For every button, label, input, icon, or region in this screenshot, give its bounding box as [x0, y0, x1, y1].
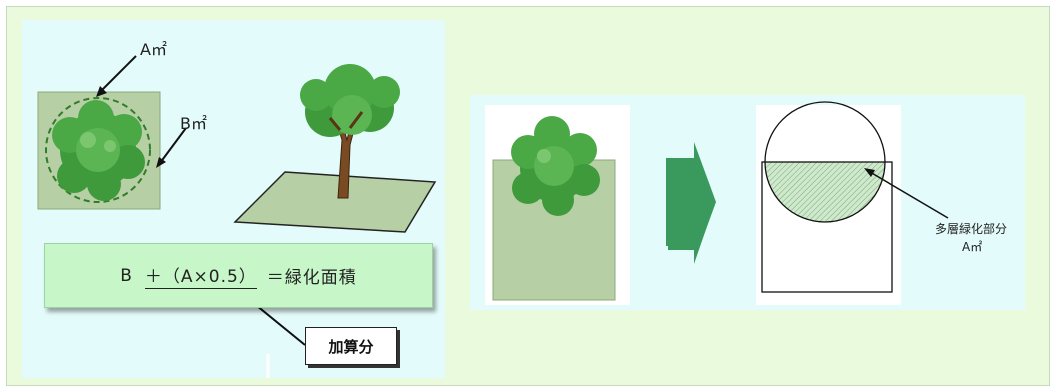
tree-canopy-top-icon: [45, 97, 151, 203]
multilayer-pointer: [864, 168, 949, 219]
arrow-a-pointer: [96, 55, 137, 97]
label-multilayer: 多層緑化部分: [935, 222, 1008, 236]
addition-label-box: 加算分: [305, 327, 397, 365]
formula-text: B ＋（A×0.5） ＝緑化面積: [45, 244, 432, 307]
label-area-b: B㎡: [180, 114, 207, 133]
arrow-b-pointer: [156, 127, 187, 168]
formula-box: B ＋（A×0.5） ＝緑化面積: [44, 243, 433, 308]
tree-canopy-card-icon: [492, 116, 616, 301]
label-area-a: A㎡: [140, 40, 167, 59]
tree-side-icon: [233, 64, 437, 233]
arrow-right-icon: [666, 142, 716, 264]
overlap-diagram: [761, 101, 893, 293]
formula-result: ＝緑化面積: [266, 268, 357, 288]
label-multilayer-area: A㎡: [962, 240, 983, 254]
formula-b: B: [120, 265, 133, 286]
formula-addition-term: ＋（A×0.5）: [144, 262, 257, 289]
